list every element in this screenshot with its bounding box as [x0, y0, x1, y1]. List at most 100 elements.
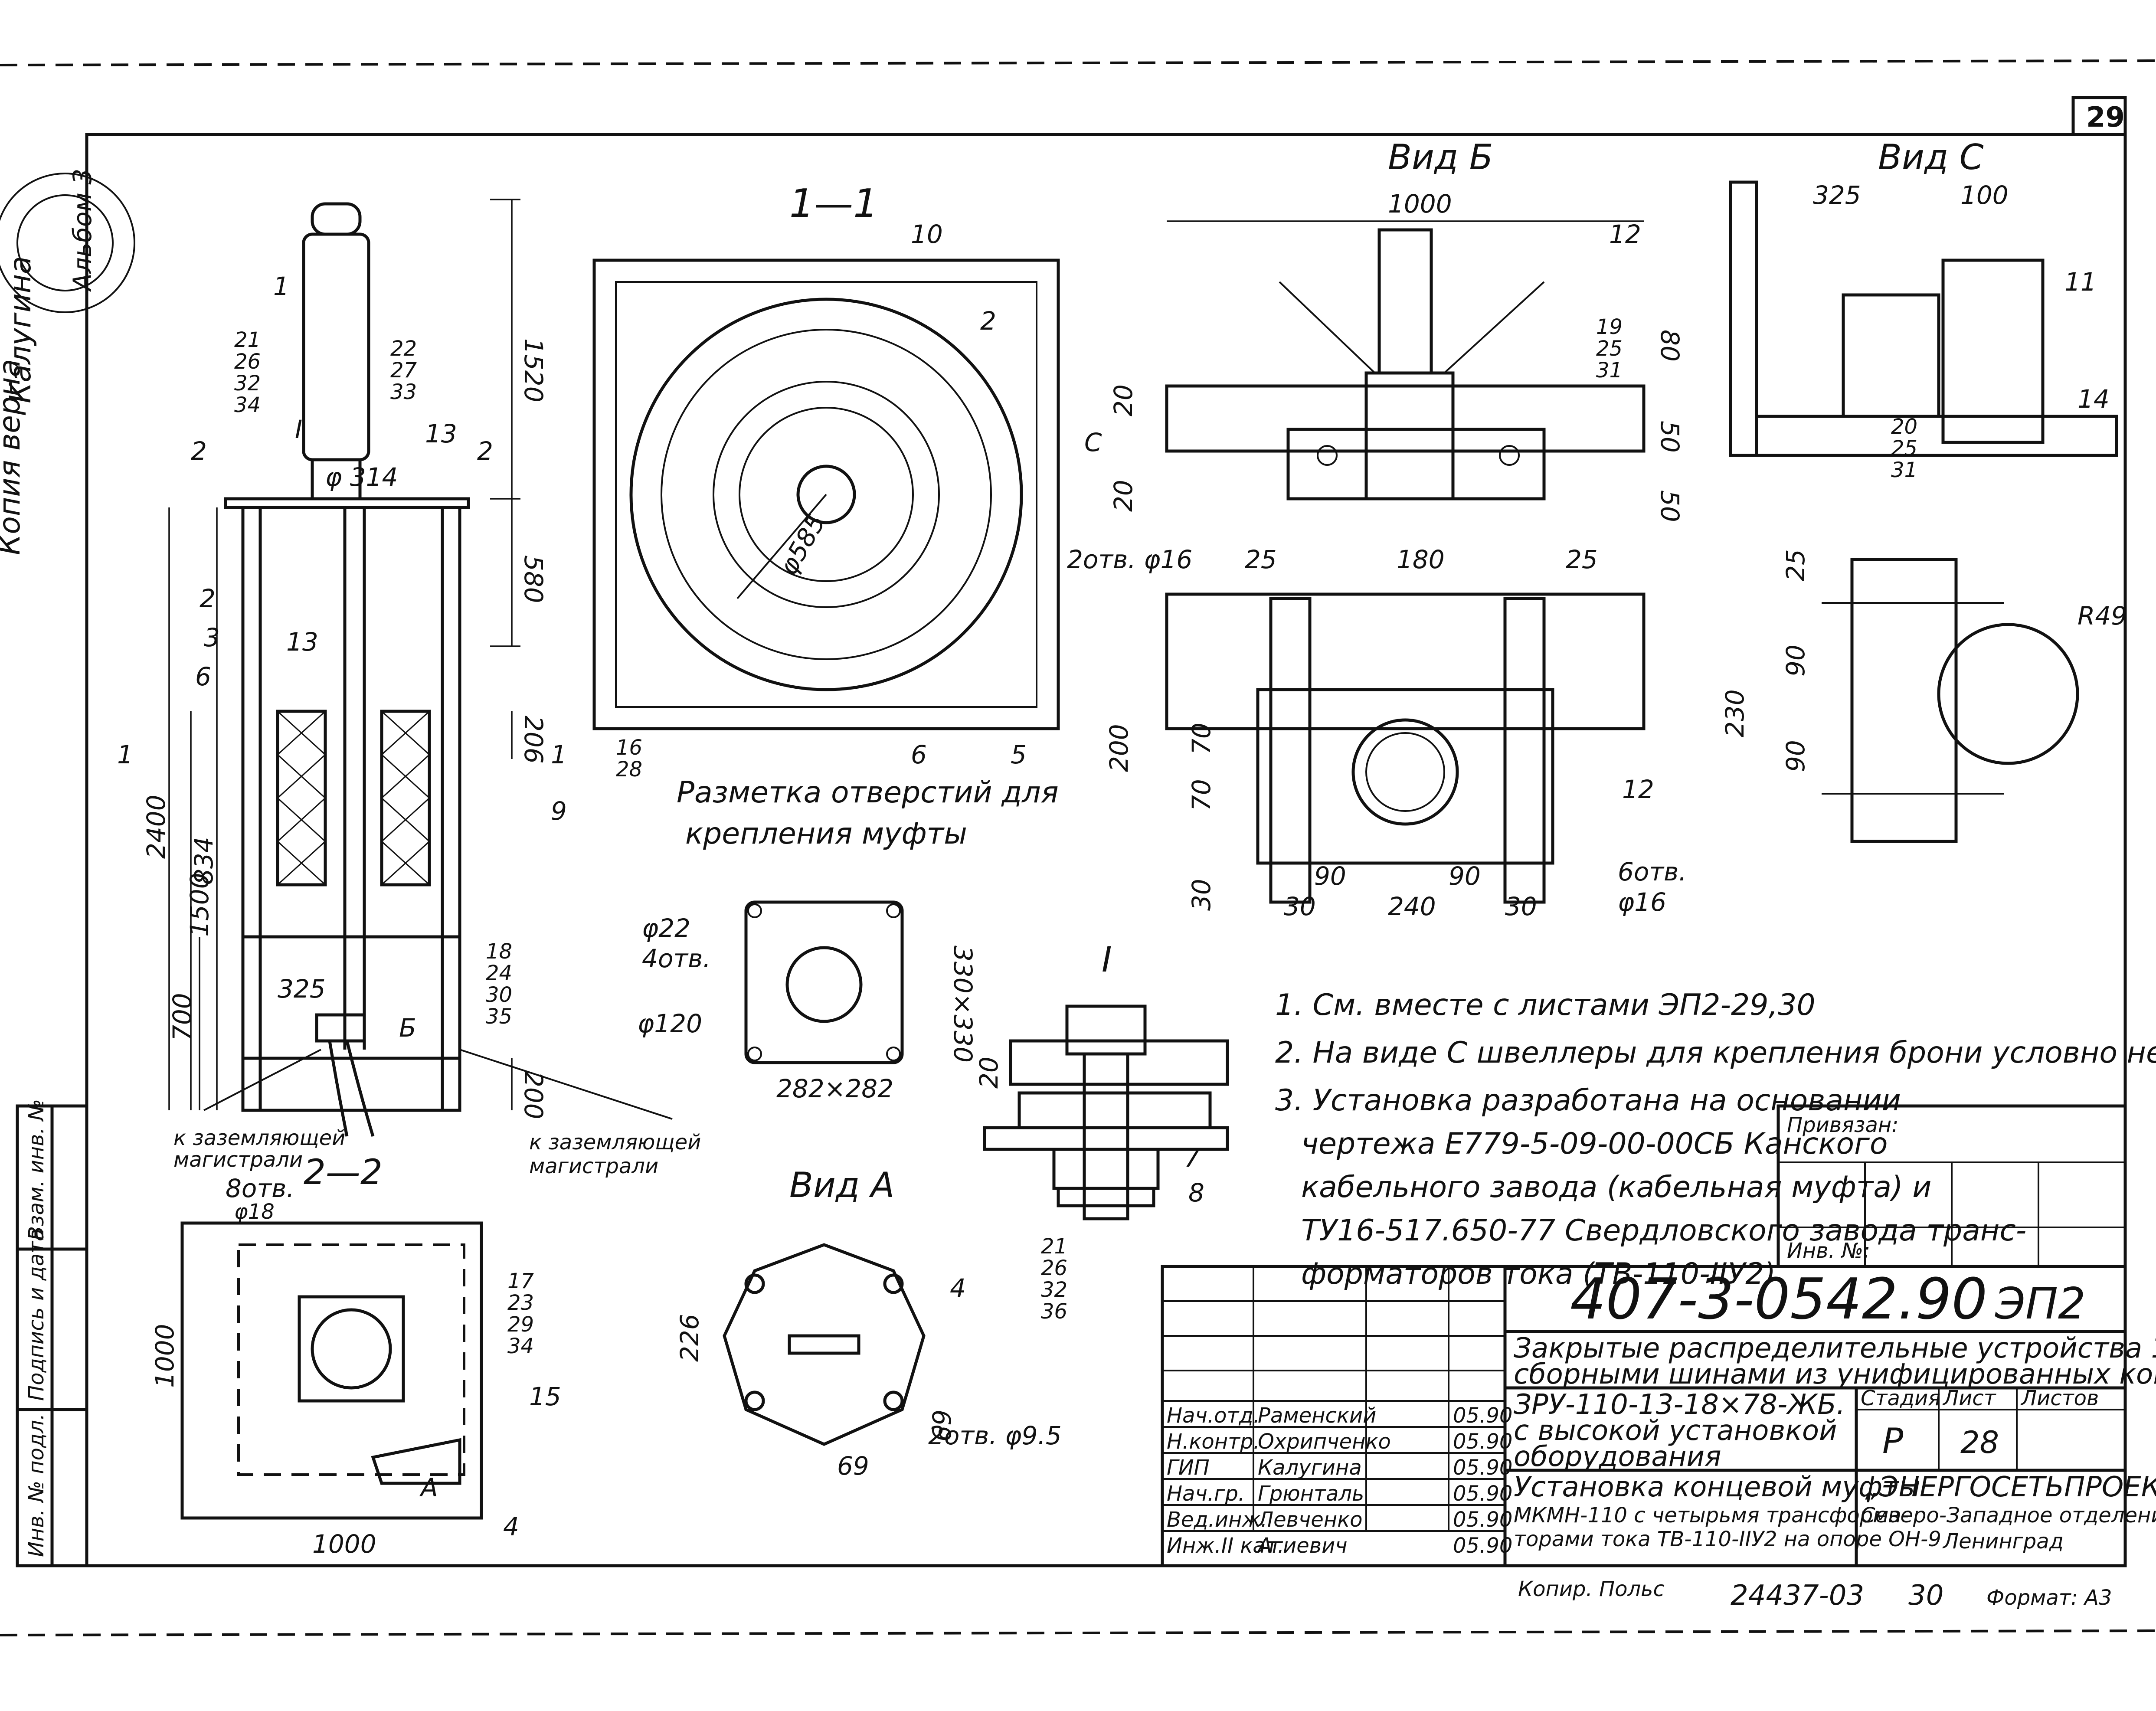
holes-6-phi: φ16 — [1618, 887, 1666, 917]
stack-19: 19 25 31 — [1596, 315, 1623, 383]
ground-label-1: к заземляющей — [173, 1126, 345, 1150]
svg-text:05.90: 05.90 — [1453, 1403, 1512, 1428]
plate-holes4: 4отв. — [642, 944, 711, 973]
mark-10: 10 — [911, 219, 943, 249]
org-3: Ленинград — [1942, 1529, 2064, 1554]
view-b-plan — [1165, 592, 1646, 904]
mark-14: 14 — [2077, 384, 2110, 414]
svg-text:31: 31 — [1891, 458, 1917, 482]
section-2-2-label: 2—2 — [304, 1152, 383, 1192]
sec22-dim-side: 1000 — [150, 1324, 180, 1388]
stack-17: 17 23 29 34 — [507, 1269, 534, 1358]
svg-text:Грюнталь: Грюнталь — [1258, 1482, 1364, 1506]
mark-2-sec: 2 — [980, 306, 996, 336]
cut-1-left: 1 — [117, 740, 133, 769]
archive-no: 24437-03 — [1731, 1580, 1864, 1612]
mark-3: 3 — [204, 623, 220, 652]
subtitle-1: ЗРУ-110-13-18×78-ЖБ. — [1514, 1389, 1845, 1421]
svg-text:17: 17 — [507, 1269, 534, 1293]
svg-text:18: 18 — [486, 939, 512, 964]
dim-50b: 50 — [1655, 490, 1685, 522]
note-2: 2. На виде С швеллеры для крепления брон… — [1275, 1036, 2156, 1070]
note-3: 3. Установка разработана на основании — [1275, 1083, 1901, 1118]
sheet-header: Лист — [1942, 1386, 1997, 1410]
note-1: 1. См. вместе с листами ЭП2-29,30 — [1275, 988, 1816, 1022]
mark-7: 7 — [1184, 1143, 1200, 1173]
left-strip: Инв. № подл. Подпись и дата Взам. инв. № — [16, 1099, 88, 1567]
stack-16: 16 28 — [616, 736, 642, 782]
stack-21-elev: 21 26 32 34 — [234, 328, 261, 417]
dim-30b: 30 — [1505, 892, 1537, 921]
svg-text:29: 29 — [507, 1312, 534, 1337]
mark-6-sec: 6 — [911, 740, 927, 769]
marking-caption-2: крепления муфты — [685, 817, 967, 851]
svg-text:36: 36 — [1041, 1299, 1067, 1324]
section-1-1-label: 1—1 — [789, 181, 878, 226]
svg-text:Н.контр.: Н.контр. — [1167, 1430, 1260, 1454]
plate-dim-side: 330×330 — [948, 945, 978, 1063]
view-a-drawing — [723, 1243, 926, 1446]
svg-text:Левченко: Левченко — [1257, 1508, 1363, 1532]
doc-code: 407-3-0542.90 — [1570, 1266, 1987, 1332]
archive-sheet: 30 — [1908, 1580, 1943, 1612]
dim-25b: 25 — [1566, 545, 1598, 574]
side-caption: Копия верна — [0, 359, 27, 555]
svg-text:Нач.гр.: Нач.гр. — [1167, 1482, 1245, 1506]
scan-edge-bottom — [0, 1629, 2156, 1636]
view-c-label: Вид С — [1878, 137, 1984, 177]
dim-90a-vc: 90 — [1781, 644, 1810, 677]
svg-text:05.90: 05.90 — [1453, 1456, 1512, 1480]
title-line-2: сборными шинами из унифицированных конст… — [1514, 1358, 2156, 1390]
detail-i-marker: I — [295, 415, 302, 444]
cut-1-right: 1 — [551, 740, 567, 769]
dim-1500: 1500 — [185, 873, 214, 937]
sec22-phi18: φ18 — [234, 1200, 275, 1224]
strip-replace-label: Взам. инв. № — [24, 1099, 49, 1240]
phi-314: φ 314 — [325, 462, 398, 492]
dim-325-vc: 325 — [1813, 180, 1861, 210]
note-3d: ТУ16-517.650-77 Свердловского завода тра… — [1301, 1214, 2026, 1248]
view-c-top — [1729, 180, 2118, 457]
svg-text:Раменский: Раменский — [1258, 1403, 1376, 1428]
dim-25-vc: 25 — [1781, 549, 1810, 581]
svg-text:25: 25 — [1596, 337, 1623, 361]
view-a-dim-69h: 69 — [837, 1451, 869, 1481]
stamp-seal — [0, 173, 135, 313]
dim-20a: 20 — [1109, 384, 1138, 416]
dim-200-vb: 200 — [1104, 724, 1134, 772]
view-b-top — [1165, 220, 1646, 501]
svg-text:35: 35 — [486, 1004, 512, 1029]
desc-2: МКМН-110 с четырьмя трансформа- — [1514, 1503, 1909, 1528]
dim-700: 700 — [167, 993, 197, 1041]
plate-drawing — [744, 900, 904, 1064]
stage-value: Р — [1882, 1421, 1904, 1461]
mark-13-top: 13 — [425, 419, 457, 448]
plate-phi120: φ120 — [638, 1009, 702, 1038]
sec22-arrow-a: А — [419, 1473, 438, 1502]
note-3c: кабельного завода (кабельная муфта) и — [1301, 1170, 1931, 1204]
dim-20b: 20 — [1109, 480, 1138, 512]
dim-80: 80 — [1655, 330, 1685, 362]
phi-585: φ585 — [773, 509, 831, 580]
mark-12-plan: 12 — [1622, 775, 1654, 804]
view-a-holes: 2отв. φ9.5 — [928, 1421, 1062, 1450]
svg-text:34: 34 — [234, 393, 261, 417]
album-label: Альбом 3 — [68, 169, 97, 292]
drawing-frame — [85, 133, 2127, 1567]
view-arrow-c: С — [1084, 428, 1102, 457]
binding-privyazan: Привязан: — [1787, 1113, 1898, 1137]
sheet-value: 28 — [1960, 1425, 1999, 1460]
dim-834: 834 — [189, 837, 219, 885]
dim-90b-vc: 90 — [1781, 740, 1810, 772]
svg-text:Нач.отд.: Нач.отд. — [1167, 1403, 1260, 1428]
dim-325: 325 — [278, 974, 326, 1004]
mark-5-sec: 5 — [1011, 740, 1027, 769]
svg-text:33: 33 — [390, 380, 417, 404]
title-line-1: Закрытые распределительные устройства 11… — [1514, 1332, 2156, 1364]
ground-label-2b: магистрали — [529, 1154, 658, 1178]
staff-rows: Нач.отд. Раменский 05.90 Н.контр. Охрипч… — [1167, 1403, 1512, 1558]
svg-text:05.90: 05.90 — [1453, 1508, 1512, 1532]
section-1-1 — [592, 258, 1060, 730]
svg-text:ГИП: ГИП — [1167, 1456, 1210, 1480]
